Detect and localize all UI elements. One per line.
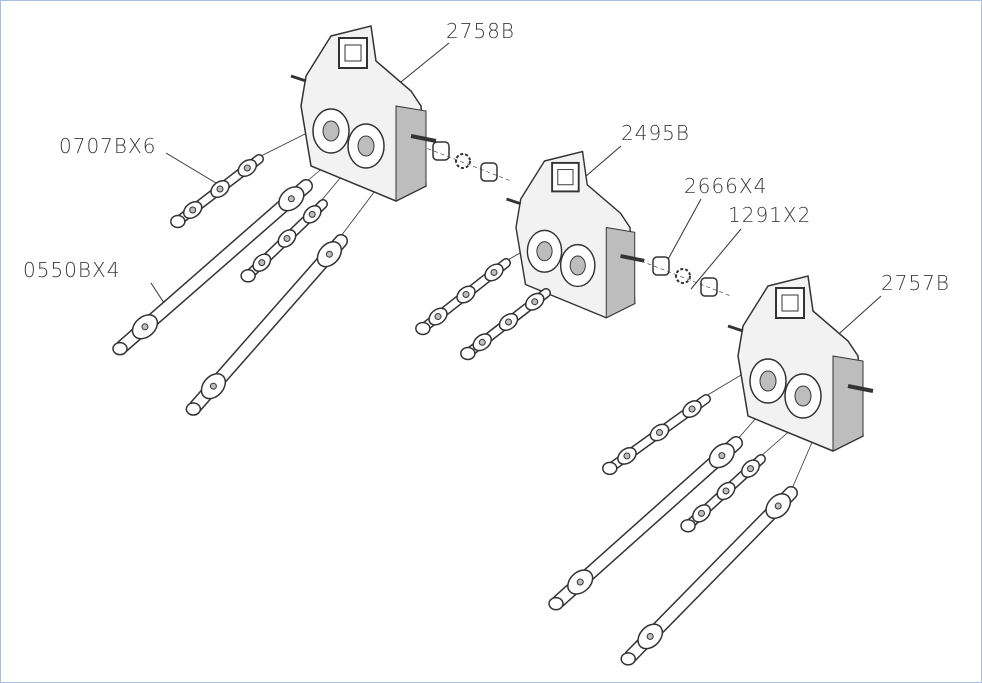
joint-pin [505, 318, 512, 326]
long-shaft [112, 179, 313, 356]
shaft-end-cup [170, 214, 186, 229]
gearbox-2758b [290, 25, 437, 202]
label-2758b: 2758B [446, 19, 515, 43]
shaft-end-cup [680, 518, 696, 533]
through-shaft [847, 384, 874, 393]
long-shaft [548, 436, 743, 611]
joint-pin [576, 578, 584, 586]
short-shaft [602, 394, 711, 476]
leader-line [165, 152, 217, 184]
joint-pin [646, 632, 654, 640]
coupler-spider [455, 153, 471, 169]
label-2666x4: 2666X4 [684, 174, 768, 198]
short-shaft [460, 288, 551, 361]
leader-line [690, 228, 742, 290]
alignment-line [420, 145, 512, 182]
shaft-end-cup [415, 321, 431, 336]
label-1291x2: 1291X2 [728, 203, 812, 227]
gearbox-mount-hole [344, 44, 362, 62]
shaft-end-cup [460, 346, 476, 361]
label-0550bx4: 0550BX4 [23, 258, 121, 282]
joint-pin [478, 338, 486, 346]
joint-pin [308, 210, 316, 218]
joint-pin [141, 323, 149, 331]
joint-pin [258, 259, 266, 267]
shaft-end-cup [185, 402, 202, 416]
coupler-half [432, 141, 450, 161]
coupler-set-right [640, 256, 732, 297]
gearbox-mount-hole [781, 294, 799, 312]
short-shaft [170, 154, 264, 229]
input-shaft [727, 324, 744, 333]
joint-pin [774, 502, 782, 510]
input-shaft [290, 74, 307, 83]
long-shaft [185, 234, 348, 416]
shaft-end-cup [602, 461, 618, 476]
gearbox-2757b [727, 275, 874, 452]
short-shaft [680, 454, 766, 533]
gearbox-mount-plate [338, 37, 368, 69]
joint-pin [287, 195, 295, 203]
coupler-half [700, 277, 718, 297]
shaft-end-cup [240, 269, 256, 283]
gearbox-2495b [506, 150, 645, 319]
coupler-set-left [420, 141, 512, 182]
joint-pin [216, 185, 224, 193]
leader-line [395, 42, 450, 87]
joint-pin [747, 465, 754, 473]
joint-pin [189, 206, 197, 214]
short-shaft [415, 258, 511, 336]
joint-pin [462, 291, 470, 298]
output-bearing [569, 255, 586, 276]
joint-pin [656, 429, 663, 436]
short-shaft [240, 199, 328, 283]
output-bearing [357, 135, 375, 157]
joint-pin [688, 405, 696, 413]
label-0707bx6: 0707BX6 [59, 134, 157, 158]
gearbox-side [832, 355, 864, 452]
output-bearing [794, 385, 812, 407]
coupler-half [652, 256, 670, 276]
joint-pin [283, 235, 291, 242]
label-2495b: 2495B [621, 121, 690, 145]
gearbox-mount-plate [775, 287, 805, 319]
alignment-line [640, 260, 732, 297]
leader-line [665, 198, 702, 264]
joint-pin [531, 298, 539, 306]
joint-pin [209, 382, 217, 390]
gearbox-mount-plate [551, 161, 580, 193]
shaft-end-cup [620, 652, 636, 666]
coupler-spider [675, 268, 691, 284]
output-bearing [759, 370, 777, 392]
shaft-end-cup [112, 341, 128, 356]
joint-pin [722, 487, 730, 495]
long-shaft [620, 486, 798, 666]
gearbox-side [395, 105, 427, 202]
coupler-half [480, 162, 498, 182]
joint-pin [718, 452, 726, 460]
output-bearing [322, 120, 340, 142]
gearbox-side [605, 226, 636, 319]
joint-pin [434, 313, 442, 321]
joint-pin [623, 452, 631, 460]
output-bearing [536, 241, 553, 262]
joint-pin [243, 164, 251, 172]
through-shaft [410, 134, 437, 143]
label-2757b: 2757B [881, 271, 950, 295]
through-shaft [620, 254, 645, 263]
input-shaft [506, 197, 522, 206]
shaft-end-cup [548, 596, 564, 611]
joint-pin [698, 509, 705, 517]
joint-pin [490, 268, 498, 276]
joint-pin [325, 250, 333, 258]
gearbox-mount-hole [557, 169, 574, 186]
